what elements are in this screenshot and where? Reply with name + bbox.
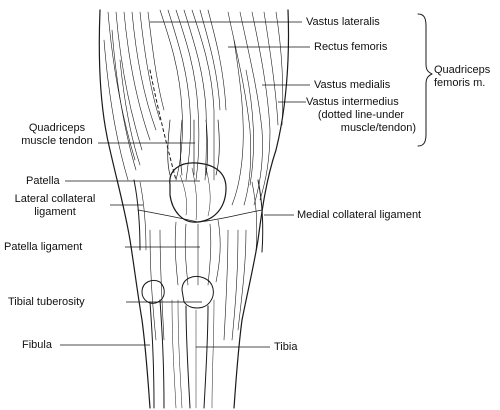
patella-ligament bbox=[174, 219, 221, 286]
vastus-medialis-muscle bbox=[227, 11, 284, 206]
label-rectus-femoris: Rectus femoris bbox=[314, 41, 388, 53]
label-quadriceps-tendon-line-1: Quadriceps bbox=[28, 122, 86, 134]
label-vastus-intermedius-note-2: muscle/tendon) bbox=[340, 122, 416, 134]
medial-collateral-ligament bbox=[257, 179, 264, 253]
label-vastus-medialis: Vastus medialis bbox=[314, 79, 391, 91]
label-tibia: Tibia bbox=[274, 341, 298, 353]
label-patella: Patella bbox=[26, 175, 60, 187]
label-fibula: Fibula bbox=[22, 339, 52, 351]
quadriceps-bracket bbox=[417, 13, 433, 147]
label-vastus-lateralis: Vastus lateralis bbox=[306, 16, 380, 28]
fibula-head bbox=[141, 279, 165, 304]
label-vastus-intermedius-note-1: (dotted line-under bbox=[317, 109, 405, 121]
lower-leg-muscles bbox=[149, 229, 247, 341]
tibial-tuberosity-bone bbox=[181, 276, 214, 309]
label-vastus-intermedius-title: Vastus intermedius bbox=[306, 96, 399, 108]
label-quadriceps-group-line-2: femoris m. bbox=[434, 77, 486, 89]
label-tibial-tuberosity: Tibial tuberosity bbox=[8, 296, 85, 308]
label-quadriceps-group-line-1: Quadriceps bbox=[434, 64, 491, 76]
label-quadriceps-group: Quadriceps femoris m. bbox=[434, 64, 490, 90]
label-medial-collateral: Medial collateral ligament bbox=[297, 209, 422, 221]
thigh-outline-right bbox=[233, 9, 290, 409]
label-vastus-intermedius: Vastus intermedius (dotted line-under mu… bbox=[306, 96, 416, 135]
label-lateral-collateral-line-2: ligament bbox=[34, 206, 76, 218]
lateral-collateral-ligament bbox=[133, 179, 141, 251]
fibula-shaft bbox=[149, 301, 155, 409]
label-quadriceps-tendon-line-2: muscle tendon bbox=[21, 135, 93, 147]
label-quadriceps-tendon: Quadriceps muscle tendon bbox=[18, 122, 96, 148]
patella-bone bbox=[169, 162, 227, 223]
vastus-lateralis-muscle bbox=[103, 11, 165, 181]
label-lateral-collateral: Lateral collateral ligament bbox=[2, 193, 108, 219]
label-lateral-collateral-line-1: Lateral collateral bbox=[14, 193, 96, 205]
label-patella-ligament: Patella ligament bbox=[4, 241, 83, 253]
patella-texture bbox=[179, 167, 211, 221]
knee-joint-line bbox=[137, 209, 263, 223]
rectus-femoris-muscle bbox=[159, 9, 227, 181]
tibia-shaft bbox=[185, 305, 191, 409]
thigh-outline-left bbox=[98, 9, 151, 409]
quadriceps-tendon bbox=[167, 119, 220, 176]
